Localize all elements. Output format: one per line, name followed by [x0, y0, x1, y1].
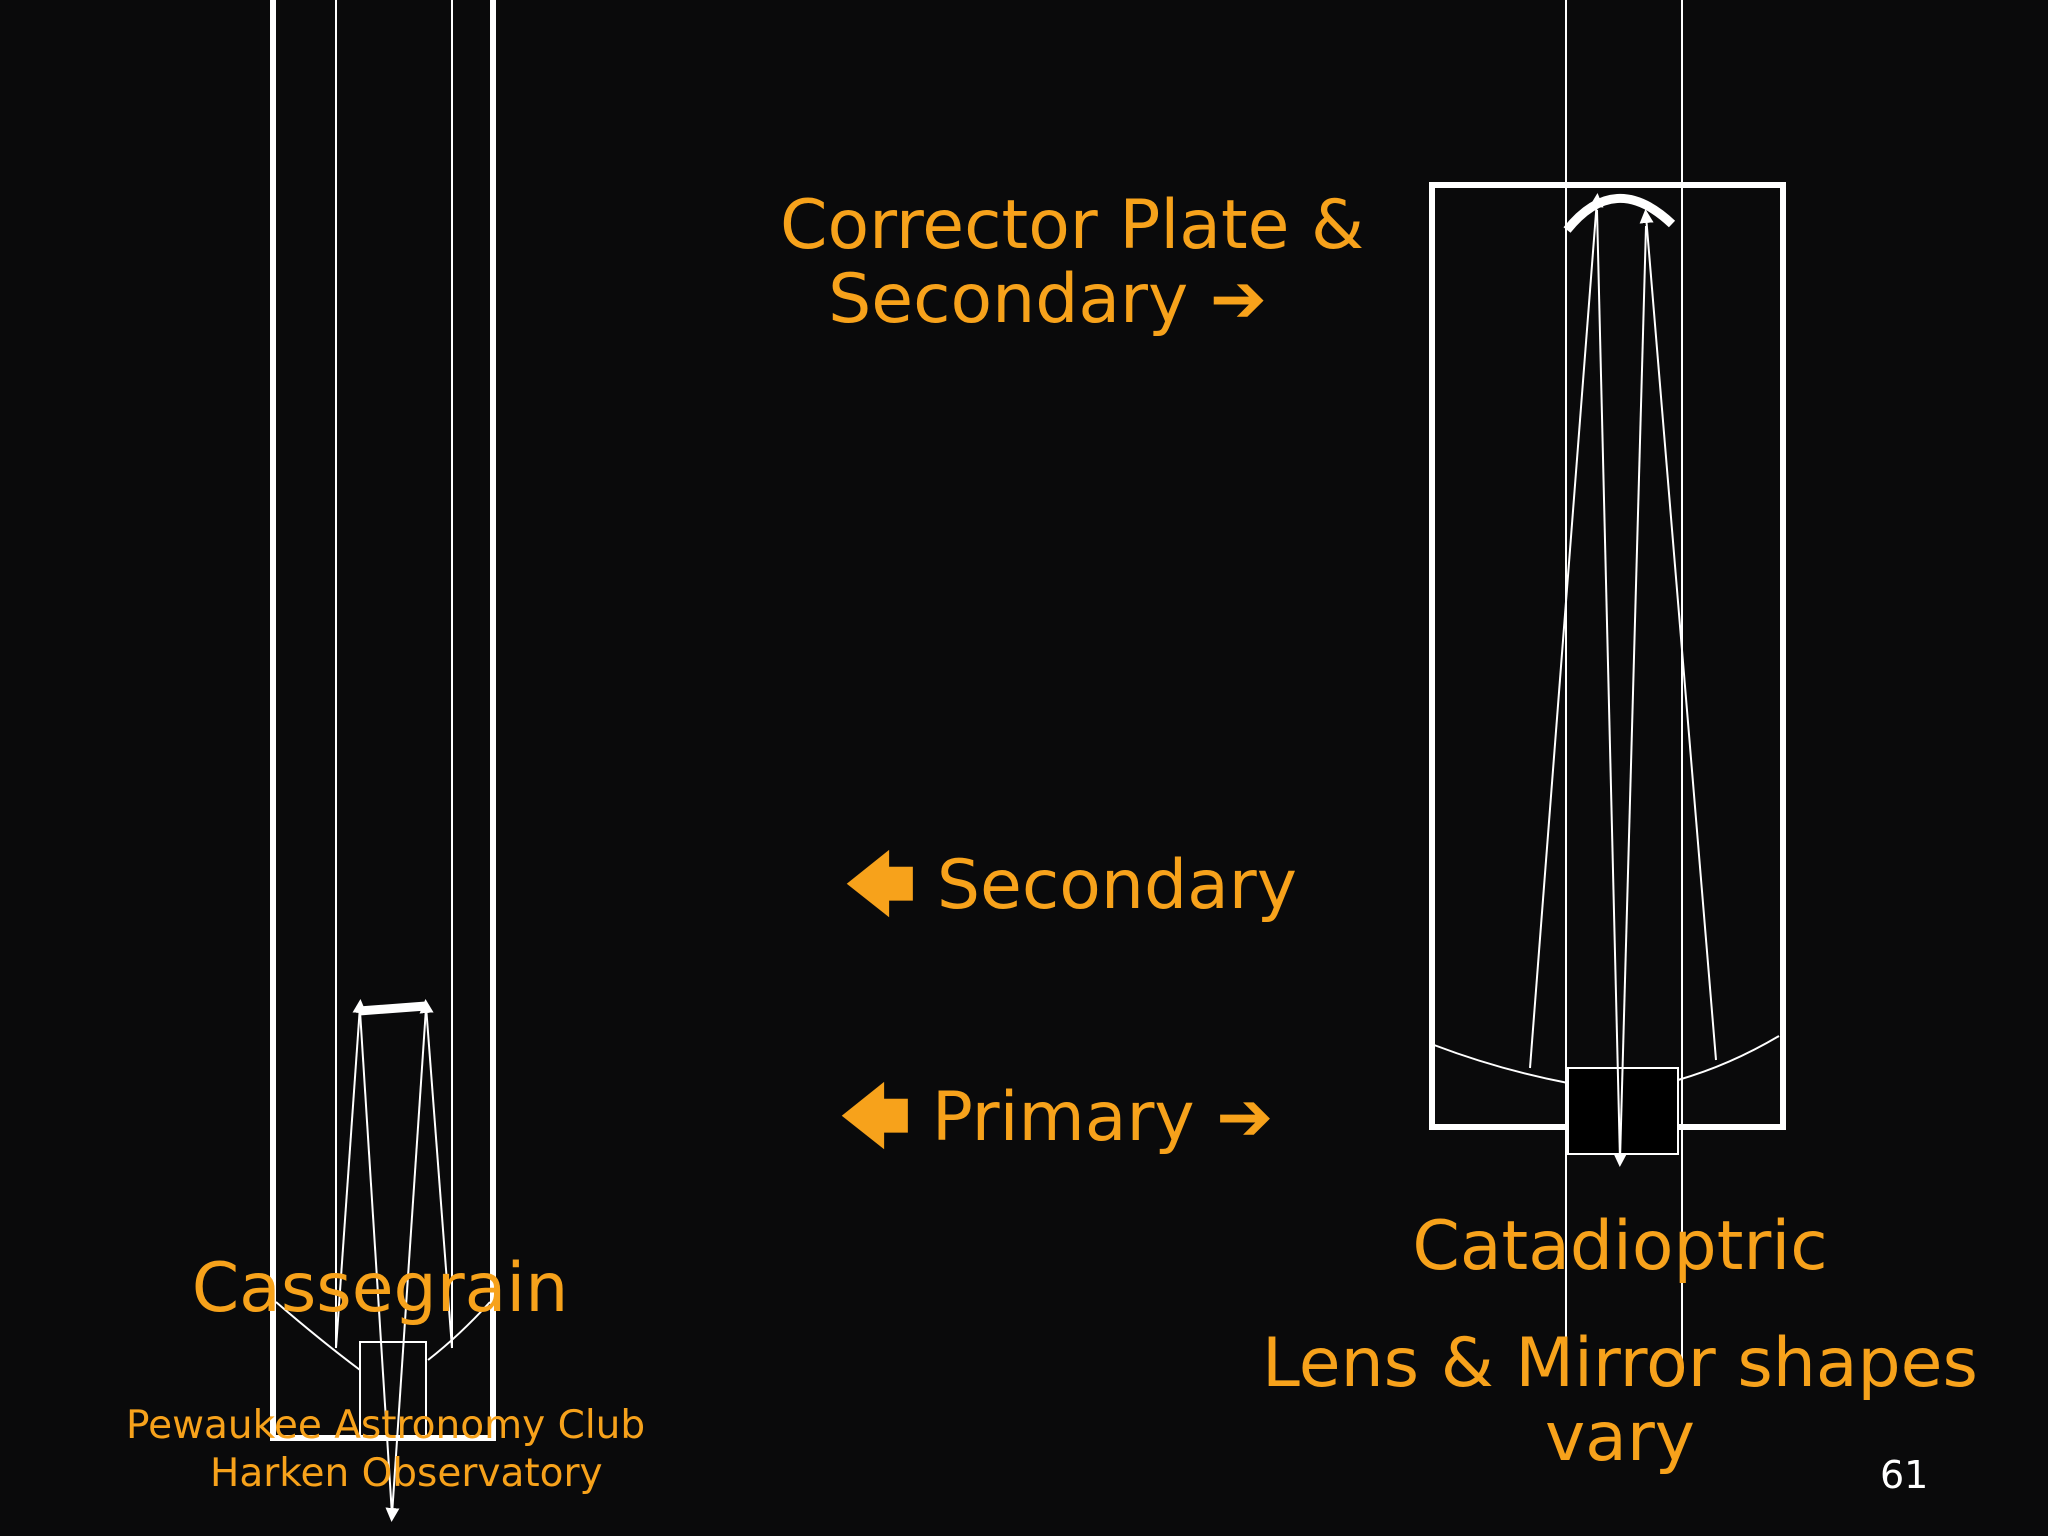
catadioptric-ray-up-left [1529, 193, 1604, 1069]
secondary-label: Secondary [936, 846, 1297, 925]
page-number: 61 [1880, 1453, 1929, 1497]
club-name: Pewaukee Astronomy Club [126, 1403, 646, 1448]
left-arrow-icon: 🡄 [840, 1078, 911, 1157]
corrector-plate-line1: Corrector Plate & [780, 186, 1365, 265]
lens-mirror-shapes-label: Lens & Mirror shapes vary [1240, 1330, 2000, 1472]
catadioptric-label: Catadioptric [1412, 1207, 1828, 1286]
lens-mirror-shapes-line1: Lens & Mirror shapes [1262, 1324, 1978, 1403]
cassegrain-ray-down-left [359, 1010, 393, 1516]
corrector-plate-line2-row: Secondary ➔ [780, 266, 1315, 334]
catadioptric-ray-down-right [1613, 225, 1647, 1167]
lens-mirror-shapes-line2: vary [1544, 1398, 1696, 1477]
cassegrain-primary-mirror-left [275, 1301, 361, 1371]
right-arrow-icon: ➔ [1216, 1078, 1274, 1157]
cassegrain-primary-mirror-right [427, 1301, 491, 1361]
corrector-plate-line2: Secondary [828, 260, 1189, 339]
catadioptric-ray-up-right [1639, 209, 1717, 1061]
corrector-plate-label: Corrector Plate & Secondary ➔ [780, 186, 1365, 334]
catadioptric-primary-mirror-left [1433, 1044, 1569, 1084]
primary-label-row: 🡄 Primary ➔ [840, 1084, 1273, 1152]
cassegrain-telescope [270, 0, 496, 1522]
right-arrow-icon: ➔ [1209, 260, 1267, 339]
catadioptric-telescope [1429, 0, 1786, 1365]
catadioptric-ray-down-left [1596, 209, 1621, 1161]
left-arrow-icon: 🡄 [845, 846, 916, 925]
secondary-label-row: 🡄 Secondary [845, 852, 1297, 920]
cassegrain-ray-down-right [385, 1007, 427, 1522]
cassegrain-tube [270, 0, 496, 1441]
observatory-name: Harken Observatory [210, 1451, 603, 1496]
primary-label: Primary [931, 1078, 1195, 1157]
catadioptric-corrector-secondary [1563, 194, 1676, 233]
cassegrain-ray-up-left [335, 999, 367, 1349]
cassegrain-secondary-mirror [358, 1001, 427, 1016]
cassegrain-label: Cassegrain [191, 1249, 569, 1328]
cassegrain-baffle [359, 1341, 427, 1439]
cassegrain-ray-up-right [419, 999, 453, 1349]
catadioptric-primary-mirror-right [1677, 1035, 1780, 1081]
